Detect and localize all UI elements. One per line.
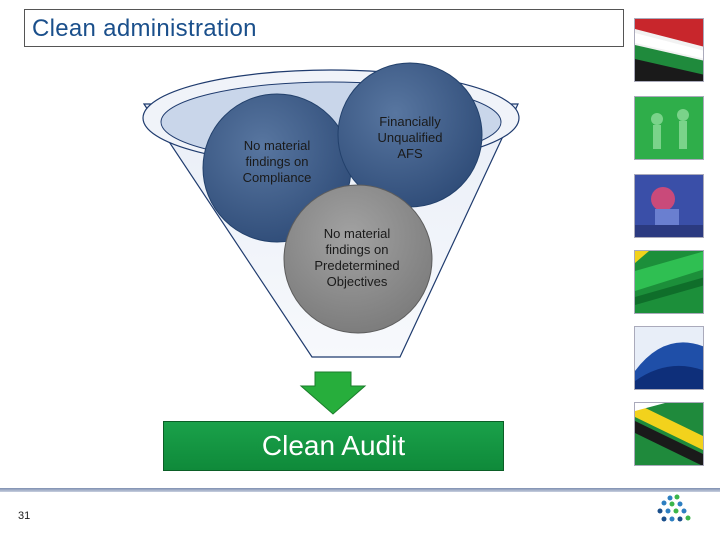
clean-audit-label: Clean Audit [261,430,406,461]
page-number: 31 [18,510,31,522]
athlete-image [634,174,704,238]
title-box: Clean administration [24,9,624,47]
circle-predetermined-label: No material findings on Predetermined Ob… [314,226,400,289]
dots-logo-icon [657,494,691,522]
circle-afs-label: Financially Unqualified AFS [377,114,443,161]
clean-audit-box: Clean Audit [163,421,504,471]
bottom-divider [0,488,720,492]
blue-shape-image [634,326,704,390]
circle-compliance-label: No material findings on Compliance [242,138,312,185]
flag-image [634,18,704,82]
runners-image [634,96,704,160]
flag-stripes-image [634,402,704,466]
page-title: Clean administration [32,15,257,42]
circle-predetermined [283,184,433,334]
green-fabric-image [634,250,704,314]
